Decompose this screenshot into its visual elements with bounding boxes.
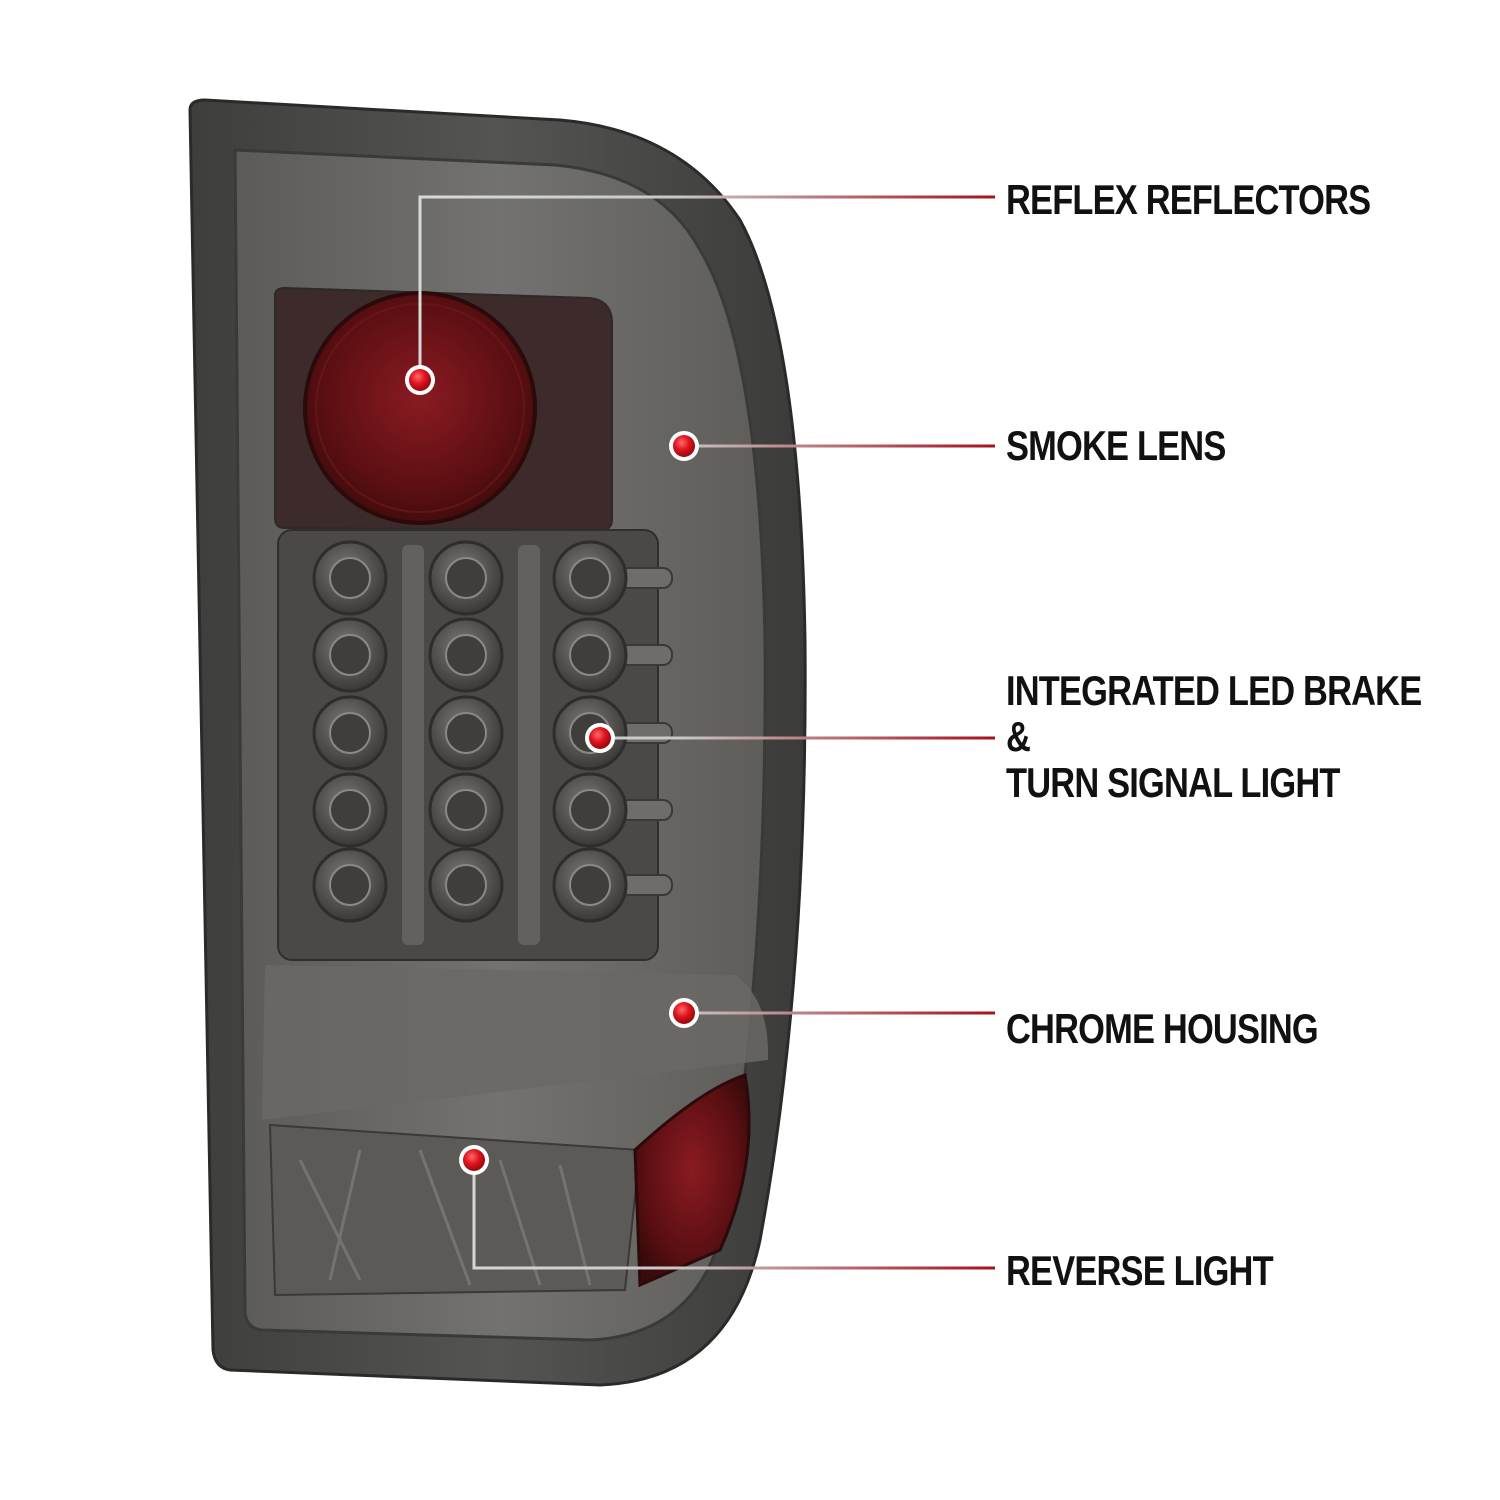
led-bulb: [312, 847, 388, 923]
marker-led: [585, 723, 615, 753]
marker-smoke: [669, 431, 699, 461]
side-reflector: [633, 1073, 751, 1288]
led-bulb: [312, 540, 388, 616]
callout-label-line1: INTEGRATED LED BRAKE: [1006, 667, 1422, 714]
led-bulb: [312, 772, 388, 848]
marker-reflex: [405, 365, 435, 395]
leader-lines: [418, 195, 995, 1270]
callout-chrome-housing: CHROME HOUSING: [1006, 1005, 1319, 1052]
leader-reflex: [418, 195, 995, 380]
reverse-light-cavity: [268, 1123, 642, 1297]
led-bulb: [428, 847, 504, 923]
callout-label-line3: TURN SIGNAL LIGHT: [1006, 759, 1340, 806]
led-bulb: [312, 617, 388, 693]
led-bulb: [312, 695, 388, 771]
lower-lens-panel: [262, 965, 769, 1120]
marker-reverse: [459, 1145, 489, 1175]
callout-smoke-lens: SMOKE LENS: [1006, 423, 1226, 469]
callout-label: REVERSE LIGHT: [1006, 1247, 1274, 1294]
callout-reflex-reflectors: REFLEX REFLECTORS: [1006, 176, 1371, 223]
led-bulb: [428, 695, 504, 771]
led-bulb: [552, 540, 673, 616]
callout-label: CHROME HOUSING: [1006, 1005, 1319, 1052]
callout-label: REFLEX REFLECTORS: [1006, 176, 1371, 223]
led-bulb: [428, 772, 504, 848]
led-bulb: [552, 772, 673, 848]
callout-label-line2: &: [1006, 713, 1031, 760]
callout-reverse-light: REVERSE LIGHT: [1006, 1247, 1274, 1294]
led-array: [312, 540, 673, 923]
marker-chrome: [669, 998, 699, 1028]
led-column-dividers: [402, 545, 540, 945]
callout-integrated-led: INTEGRATED LED BRAKE & TURN SIGNAL LIGHT: [1006, 667, 1422, 806]
led-bulb: [428, 617, 504, 693]
reverse-light-facets: [298, 1149, 592, 1286]
callout-label: SMOKE LENS: [1006, 422, 1226, 469]
leader-reverse: [472, 1160, 995, 1270]
led-bulb: [552, 617, 673, 693]
led-bulb: [428, 540, 504, 616]
led-bulb: [552, 847, 673, 923]
marker-dots: [405, 365, 699, 1175]
